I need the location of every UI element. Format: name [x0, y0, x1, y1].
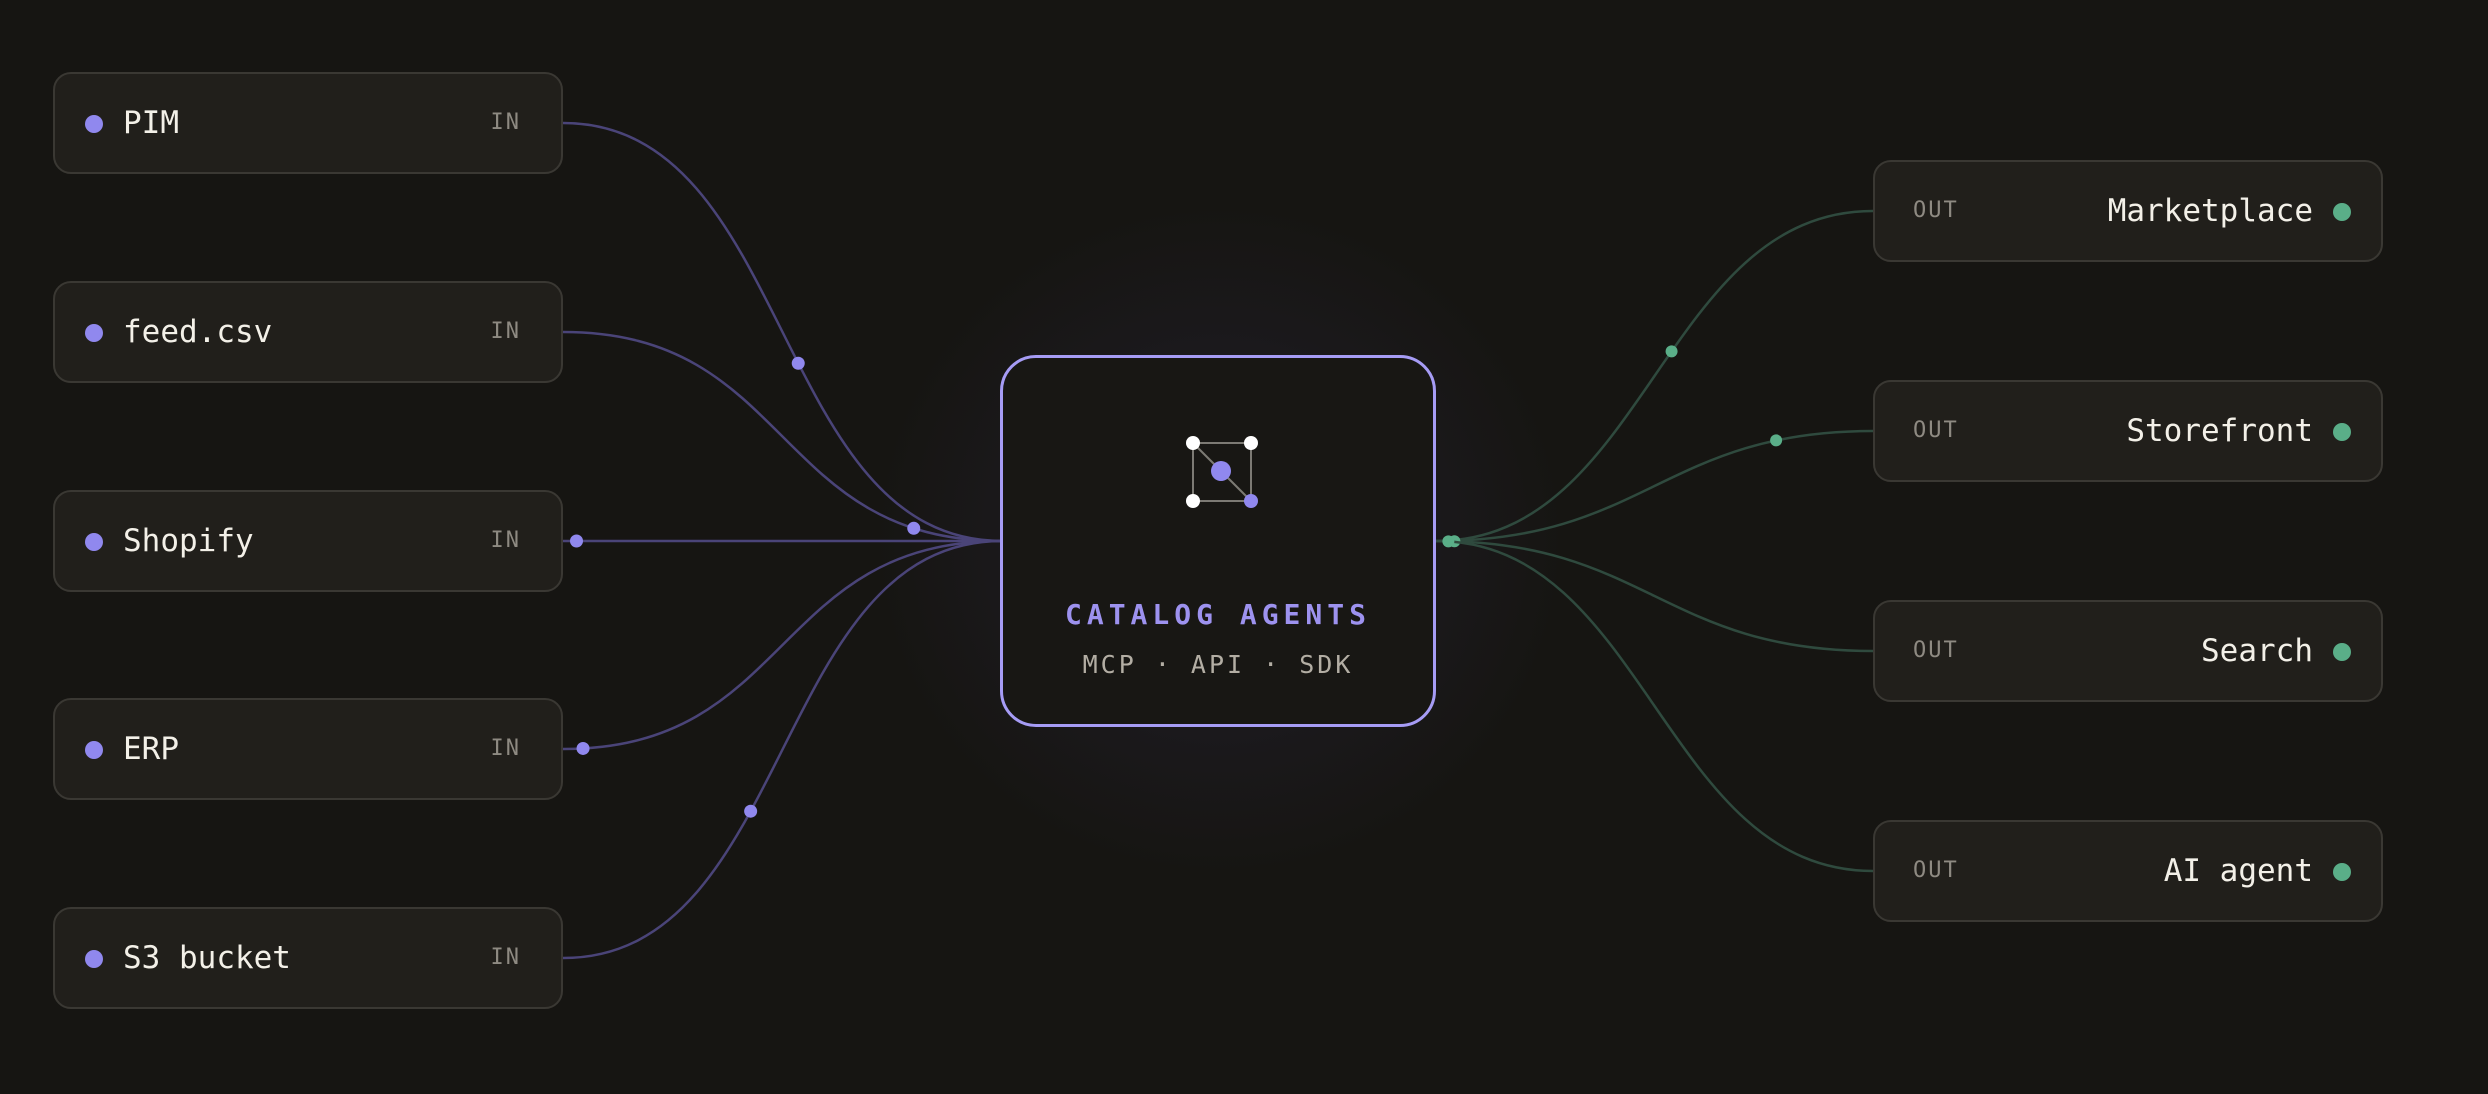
- output-status-dot: [2333, 863, 2351, 881]
- output-direction-tag: OUT: [1913, 858, 1959, 883]
- input-label: Shopify: [123, 523, 254, 559]
- input-direction-tag: IN: [490, 528, 521, 553]
- output-label: AI agent: [2163, 853, 2313, 889]
- output-label: Marketplace: [2107, 193, 2313, 229]
- output-pulse-dot: [1665, 345, 1678, 358]
- input-pulse-dot: [791, 356, 805, 370]
- input-node-erp[interactable]: ERP IN: [53, 698, 563, 800]
- input-status-dot: [85, 115, 103, 133]
- output-wire: [1435, 209, 1874, 543]
- input-pulse-dot: [744, 804, 758, 818]
- output-status-dot: [2333, 643, 2351, 661]
- output-status-dot: [2333, 203, 2351, 221]
- output-wire: [1435, 539, 1874, 873]
- input-node-s3-bucket[interactable]: S3 bucket IN: [53, 907, 563, 1009]
- input-label: ERP: [123, 731, 179, 767]
- input-label: feed.csv: [123, 314, 273, 350]
- output-label: Storefront: [2126, 413, 2313, 449]
- input-label: S3 bucket: [123, 940, 291, 976]
- input-direction-tag: IN: [490, 319, 521, 344]
- output-label: Search: [2201, 633, 2313, 669]
- output-pulse-dot: [1770, 434, 1783, 447]
- input-wire: [562, 539, 1003, 751]
- output-pulse-dot: [1442, 535, 1455, 548]
- hub-subtitle: MCP · API · SDK: [1082, 650, 1354, 679]
- output-direction-tag: OUT: [1913, 638, 1959, 663]
- output-direction-tag: OUT: [1913, 418, 1959, 443]
- input-wire: [562, 330, 1003, 543]
- catalog-agents-hub[interactable]: CATALOG AGENTS MCP · API · SDK: [1000, 355, 1436, 727]
- input-node-pim[interactable]: PIM IN: [53, 72, 563, 174]
- output-wire: [1435, 429, 1874, 543]
- input-pulse-dot: [570, 534, 584, 548]
- network-graph-icon: [1186, 436, 1258, 508]
- output-node-ai-agent[interactable]: OUT AI agent: [1873, 820, 2383, 922]
- input-direction-tag: IN: [490, 945, 521, 970]
- input-status-dot: [85, 950, 103, 968]
- hub-title: CATALOG AGENTS: [1064, 598, 1371, 631]
- input-wire: [562, 121, 1003, 543]
- input-pulse-dot: [907, 521, 921, 535]
- input-node-shopify[interactable]: Shopify IN: [53, 490, 563, 592]
- output-status-dot: [2333, 423, 2351, 441]
- input-pulse-dot: [576, 741, 590, 755]
- input-status-dot: [85, 324, 103, 342]
- input-status-dot: [85, 533, 103, 551]
- output-wire: [1435, 539, 1874, 653]
- input-direction-tag: IN: [490, 736, 521, 761]
- input-node-feed-csv[interactable]: feed.csv IN: [53, 281, 563, 383]
- output-node-storefront[interactable]: OUT Storefront: [1873, 380, 2383, 482]
- output-node-search[interactable]: OUT Search: [1873, 600, 2383, 702]
- input-wire: [562, 539, 1003, 960]
- input-direction-tag: IN: [490, 110, 521, 135]
- output-node-marketplace[interactable]: OUT Marketplace: [1873, 160, 2383, 262]
- input-status-dot: [85, 741, 103, 759]
- input-label: PIM: [123, 105, 179, 141]
- output-direction-tag: OUT: [1913, 198, 1959, 223]
